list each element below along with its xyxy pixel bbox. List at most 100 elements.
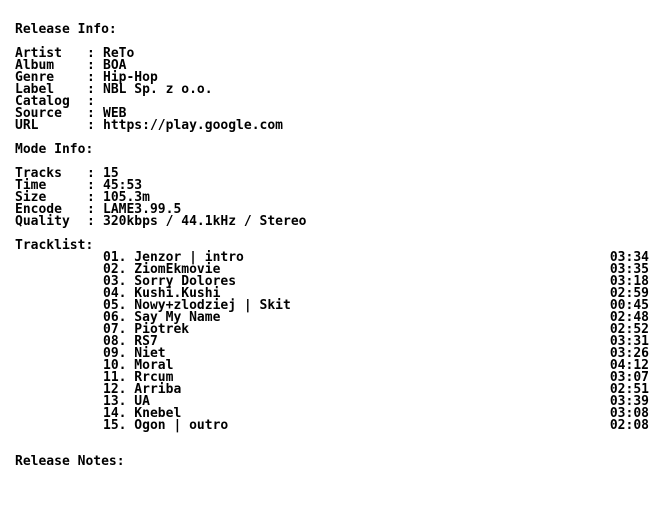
field-label: Source — [15, 106, 62, 121]
field-label: Tracks — [15, 166, 62, 181]
track-duration: 02:08 — [609, 418, 649, 433]
field-artist: Artist: ReTo — [15, 46, 649, 61]
list-item: 08. RS7 03:31 — [15, 334, 649, 349]
track-title: 07. Piotrek — [103, 322, 190, 337]
list-item: 11. Rrcum 03:07 — [15, 370, 649, 385]
list-item: 04. Kushi.Kushi 02:59 — [15, 286, 649, 301]
field-value: ReTo — [103, 46, 135, 61]
field-label: Label — [15, 82, 55, 97]
field-time: Time:45:53 — [15, 178, 649, 193]
field-separator: : — [87, 46, 95, 61]
field-value: 15 — [103, 166, 119, 181]
field-separator: : — [87, 202, 95, 217]
field-value: Hip-Hop — [103, 70, 158, 85]
track-title: 09. Niet — [103, 346, 166, 361]
track-duration: 02:59 — [609, 286, 649, 301]
track-duration: 02:52 — [609, 322, 649, 337]
field-label: Quality — [15, 214, 70, 229]
field-url: URL: https://play.google.com — [15, 118, 649, 133]
field-separator: : — [87, 118, 95, 133]
list-item: 12. Arriba 02:51 — [15, 382, 649, 397]
field-size: Size:105.3m — [15, 190, 649, 205]
release-notes-heading: Release Notes: — [15, 454, 125, 469]
list-item: 14. Knebel 03:08 — [15, 406, 649, 421]
field-separator: : — [87, 82, 95, 97]
track-title: 11. Rrcum — [103, 370, 174, 385]
track-duration: 02:51 — [609, 382, 649, 397]
field-encode: Encode: LAME3.99.5 — [15, 202, 649, 217]
field-label: Genre — [15, 70, 55, 85]
field-separator: : — [87, 214, 95, 229]
track-title: 01. Jenzor | intro — [103, 250, 244, 265]
list-item: 06. Say My Name 02:48 — [15, 310, 649, 325]
mode-info-heading: Mode Info: — [15, 142, 94, 157]
release-info-fields: Artist: ReTo Album: BOA Genre: Hip-Hop Labe… — [15, 46, 649, 133]
field-separator: : — [87, 94, 95, 109]
track-title: 05. Nowy+zlodziej | Skit — [103, 298, 291, 313]
field-value: 105.3m — [103, 190, 150, 205]
field-label: Album — [15, 58, 55, 73]
field-value: https://play.google.com — [103, 118, 284, 133]
track-title: 02. ZiomEkmovie — [103, 262, 221, 277]
field-separator: : — [87, 190, 95, 205]
tracklist-heading: Tracklist: — [15, 238, 94, 253]
track-duration: 03:26 — [609, 346, 649, 361]
field-label-company: Label: NBL Sp. z o.o. — [15, 82, 649, 97]
mode-info-fields: Tracks:15 Time:45:53 Size:105.3m Encode:… — [15, 166, 649, 229]
release-nfo-document: Release Info: Artist: ReTo Album: BOA Genr… — [15, 22, 649, 469]
track-title: 14. Knebel — [103, 406, 182, 421]
track-title: 06. Say My Name — [103, 310, 221, 325]
list-item: 02. ZiomEkmovie 03:35 — [15, 262, 649, 277]
track-title: 13. UA — [103, 394, 150, 409]
field-value: 45:53 — [103, 178, 143, 193]
field-label: Catalog — [15, 94, 70, 109]
track-title: 10. Moral — [103, 358, 174, 373]
field-value: WEB — [103, 106, 127, 121]
field-label: URL — [15, 118, 39, 133]
list-item: 15. Ogon | outro 02:08 — [15, 418, 649, 433]
field-catalog: Catalog: — [15, 94, 649, 109]
track-title: 03. Sorry Dolores — [103, 274, 237, 289]
field-value: NBL Sp. z o.o. — [103, 82, 213, 97]
field-separator: : — [87, 58, 95, 73]
track-duration: 03:35 — [609, 262, 649, 277]
track-duration: 04:12 — [609, 358, 649, 373]
track-duration: 03:39 — [609, 394, 649, 409]
field-separator: : — [87, 106, 95, 121]
field-tracks: Tracks:15 — [15, 166, 649, 181]
track-duration: 02:48 — [609, 310, 649, 325]
list-item: 03. Sorry Dolores 03:18 — [15, 274, 649, 289]
track-title: 15. Ogon | outro — [103, 418, 229, 433]
list-item: 13. UA 03:39 — [15, 394, 649, 409]
field-label: Encode — [15, 202, 62, 217]
track-title: 08. RS7 — [103, 334, 158, 349]
field-album: Album: BOA — [15, 58, 649, 73]
field-quality: Quality:320kbps / 44.1kHz / Stereo — [15, 214, 649, 229]
field-value: LAME3.99.5 — [103, 202, 182, 217]
track-duration: 03:08 — [609, 406, 649, 421]
list-item: 05. Nowy+zlodziej | Skit 00:45 — [15, 298, 649, 313]
field-separator: : — [87, 178, 95, 193]
field-separator: : — [87, 70, 95, 85]
track-title: 12. Arriba — [103, 382, 182, 397]
track-duration: 03:31 — [609, 334, 649, 349]
list-item: 10. Moral 04:12 — [15, 358, 649, 373]
track-title: 04. Kushi.Kushi — [103, 286, 221, 301]
field-value: BOA — [103, 58, 127, 73]
field-label: Size — [15, 190, 47, 205]
field-separator: : — [87, 166, 95, 181]
list-item: 07. Piotrek 02:52 — [15, 322, 649, 337]
track-duration: 03:07 — [609, 370, 649, 385]
list-item: 09. Niet 03:26 — [15, 346, 649, 361]
list-item: 01. Jenzor | intro 03:34 — [15, 250, 649, 265]
field-genre: Genre: Hip-Hop — [15, 70, 649, 85]
field-label: Time — [15, 178, 47, 193]
field-label: Artist — [15, 46, 62, 61]
field-source: Source: WEB — [15, 106, 649, 121]
release-info-heading: Release Info: — [15, 22, 117, 37]
track-duration: 03:18 — [609, 274, 649, 289]
track-duration: 03:34 — [609, 250, 649, 265]
field-value: 320kbps / 44.1kHz / Stereo — [103, 214, 307, 229]
track-duration: 00:45 — [609, 298, 649, 313]
